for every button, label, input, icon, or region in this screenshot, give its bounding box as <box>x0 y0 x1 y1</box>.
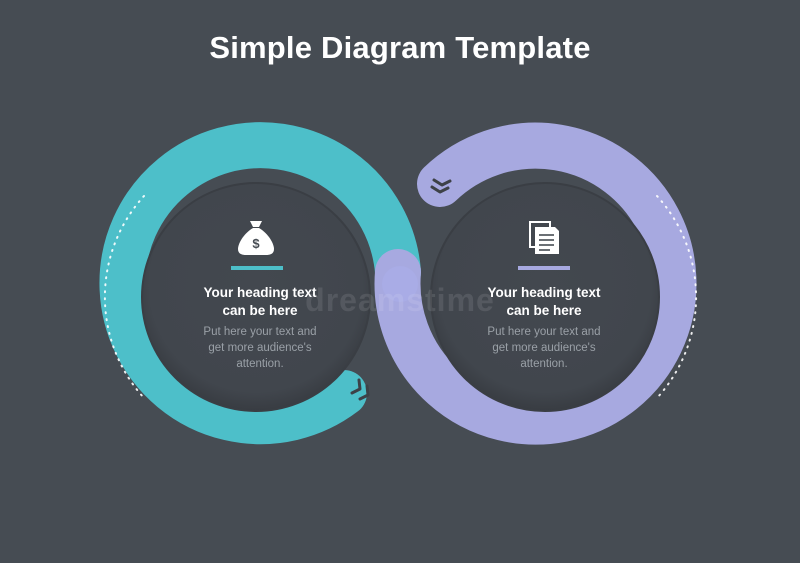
right-panel: Your heading text can be here Put here y… <box>444 284 644 372</box>
lavender-loop-arc <box>374 122 697 445</box>
money-bag-icon: $ <box>238 221 274 255</box>
lavender-divider <box>518 266 570 270</box>
chevron-right-icon <box>350 378 370 401</box>
left-body-text: Put here your text and get more audience… <box>203 326 317 370</box>
right-heading: Your heading text can be here <box>487 285 601 318</box>
right-inner-circle <box>431 183 659 411</box>
right-body-text: Put here your text and get more audience… <box>487 326 601 370</box>
left-inner-circle <box>142 183 370 411</box>
teal-divider <box>231 266 283 270</box>
chevron-left-icon <box>430 178 452 194</box>
teal-loop-arc <box>99 122 421 445</box>
junction-dot <box>382 266 418 302</box>
documents-icon <box>529 221 559 254</box>
page-title: Simple Diagram Template <box>209 30 591 65</box>
svg-text:$: $ <box>252 236 260 251</box>
left-panel: Your heading text can be here Put here y… <box>160 284 360 372</box>
left-heading: Your heading text can be here <box>203 285 317 318</box>
